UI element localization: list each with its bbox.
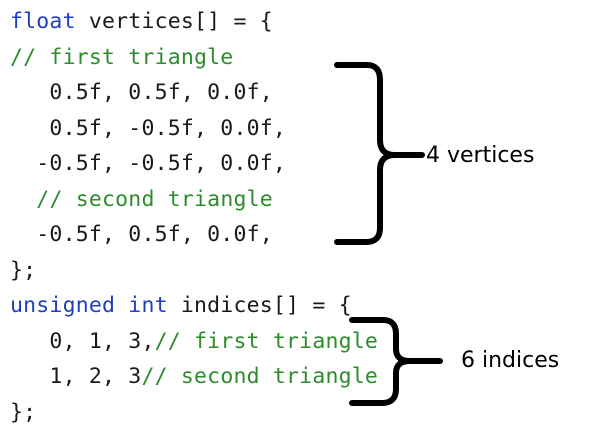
code-block: float vertices[] = { // first triangle 0.… xyxy=(10,4,378,430)
code-comment: // first triangle xyxy=(10,44,234,70)
code-line: 0, 1, 3,// first triangle xyxy=(10,324,378,360)
code-text: }; xyxy=(10,399,37,425)
code-line: float vertices[] = { xyxy=(10,4,378,40)
code-text: 0.5f, -0.5f, 0.0f, xyxy=(10,115,287,141)
code-text: 0, 1, 3, xyxy=(10,328,155,354)
code-text: vertices[] = { xyxy=(75,9,273,34)
code-text: }; xyxy=(10,257,37,283)
code-keyword: unsigned int xyxy=(10,293,168,318)
code-line: }; xyxy=(10,395,378,431)
code-line: 1, 2, 3// second triangle xyxy=(10,359,378,395)
indices-brace xyxy=(349,317,443,406)
vertices-label: 4 vertices xyxy=(426,143,535,168)
code-text: -0.5f, -0.5f, 0.0f, xyxy=(10,151,287,176)
code-line: -0.5f, 0.5f, 0.0f, xyxy=(10,217,378,253)
code-text: 1, 2, 3 xyxy=(10,364,142,389)
indices-label: 6 indices xyxy=(461,348,560,373)
code-text: indices[] = { xyxy=(167,293,352,318)
code-line: }; xyxy=(10,253,378,289)
code-line: // second triangle xyxy=(10,182,378,218)
code-line: // first triangle xyxy=(10,40,378,76)
code-line: unsigned int indices[] = { xyxy=(10,288,378,324)
code-line: 0.5f, -0.5f, 0.0f, xyxy=(10,111,378,147)
code-comment: // second triangle xyxy=(141,364,379,389)
code-comment: // first triangle xyxy=(154,328,379,354)
code-text: 0.5f, 0.5f, 0.0f, xyxy=(10,80,273,105)
code-line: -0.5f, -0.5f, 0.0f, xyxy=(10,146,378,182)
code-comment: // second triangle xyxy=(36,186,273,212)
code-text: -0.5f, 0.5f, 0.0f, xyxy=(10,222,273,247)
code-keyword: float xyxy=(10,9,76,34)
code-line: 0.5f, 0.5f, 0.0f, xyxy=(10,75,378,111)
vertices-brace xyxy=(334,62,425,245)
